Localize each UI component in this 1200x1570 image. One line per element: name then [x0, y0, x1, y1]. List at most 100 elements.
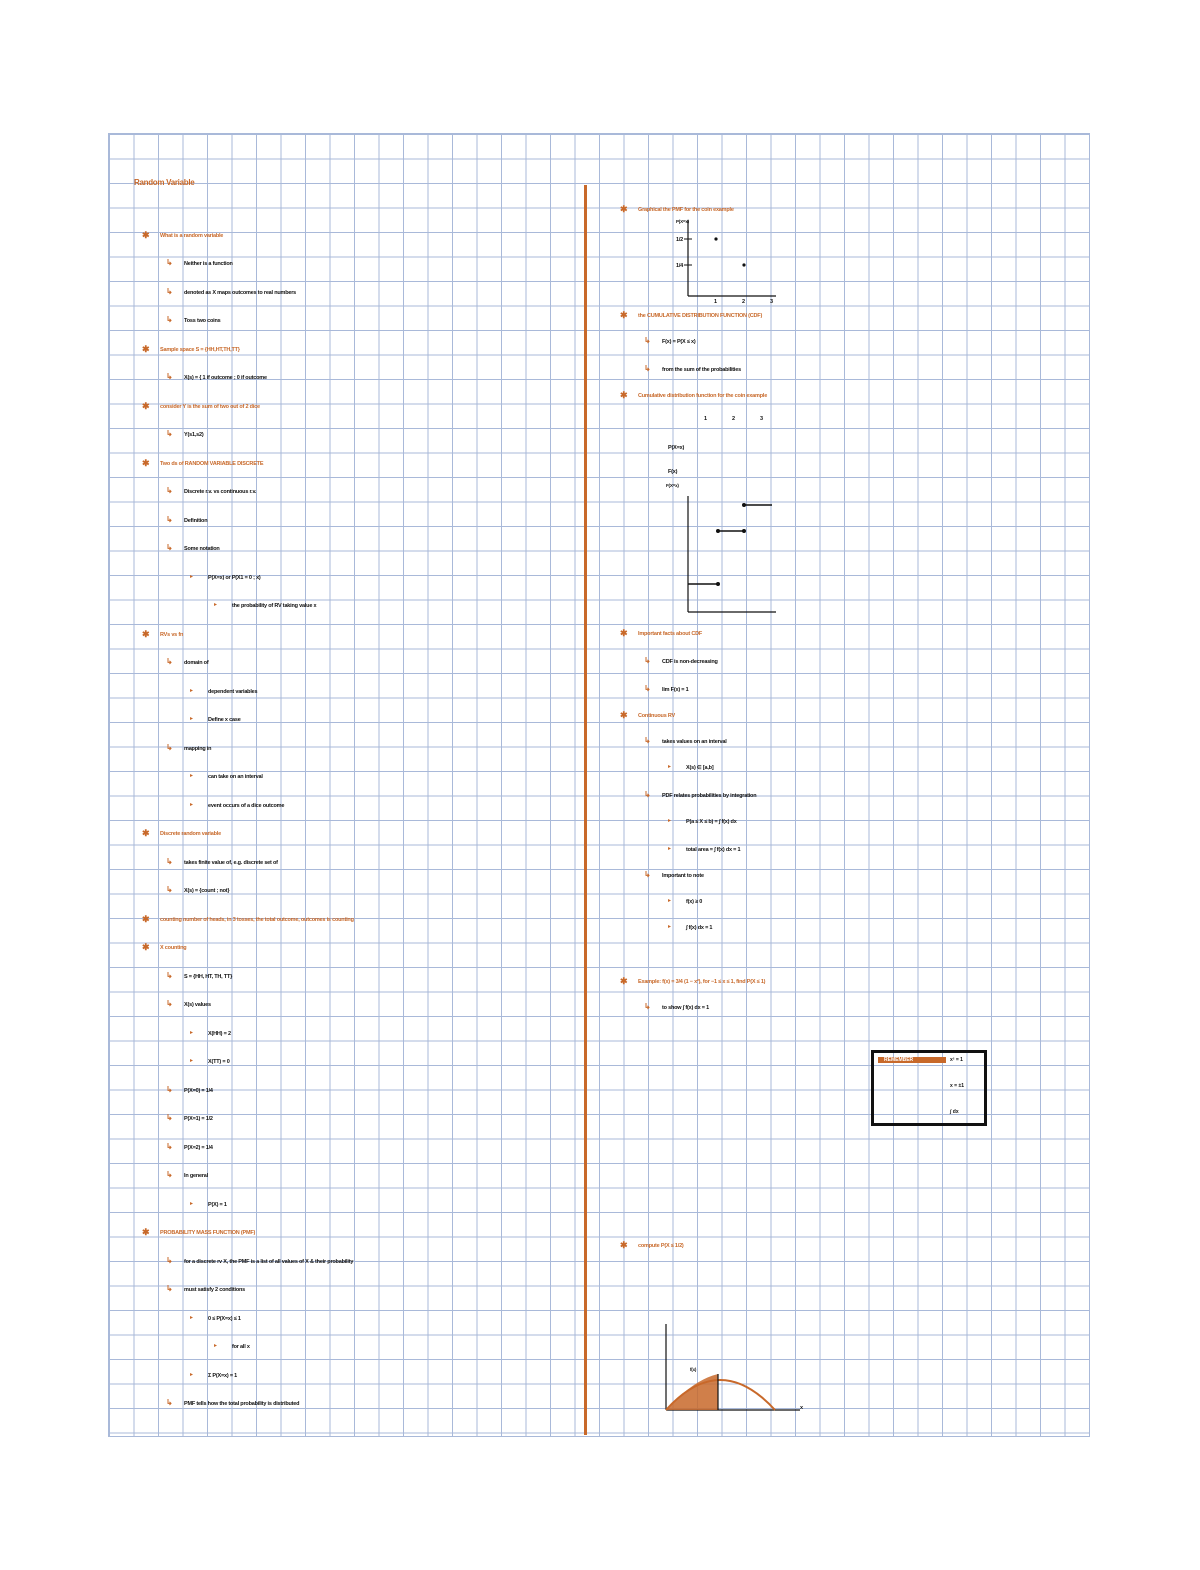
left-sub-bullet-icon: ▸: [214, 602, 218, 608]
left-note-line: counting number of heads, in 3 tosses, t…: [160, 917, 354, 923]
pdf-x-label: x: [800, 1405, 803, 1411]
left-note-line: dependent variables: [208, 689, 258, 695]
left-note-line: PROBABILITY MASS FUNCTION (PMF): [160, 1230, 256, 1236]
left-note-line: domain of: [184, 660, 209, 666]
right-bullet-icon: ✱: [620, 204, 628, 214]
left-sub-bullet-icon: ▸: [190, 688, 194, 694]
left-note-line: Neither is a function: [184, 261, 233, 267]
right-note-line: Important facts about CDF: [638, 631, 703, 637]
reminder-item-2: x = ±1: [950, 1083, 965, 1089]
left-note-line: P(X=x) or P(X1 = 0 ; x): [208, 575, 261, 581]
left-sub-bullet-icon: ▸: [190, 802, 194, 808]
left-arrow-icon: ↳: [166, 1085, 173, 1094]
left-note-line: Toss two coins: [184, 318, 221, 324]
left-note-line: Discrete r.v. vs continuous r.v.: [184, 489, 257, 495]
left-note-line: can take on an interval: [208, 774, 263, 780]
left-sub-bullet-icon: ▸: [214, 1343, 218, 1349]
pmf-tick-1: 1/2: [676, 237, 684, 243]
left-note-line: Sample space S = {HH,HT,TH,TT}: [160, 347, 240, 353]
table-row1-label: P(X=x): [668, 445, 685, 451]
pdf-plot: [665, 1324, 800, 1411]
reminder-item-3: ∫ dx: [950, 1109, 959, 1115]
left-bullet-icon: ✱: [142, 344, 150, 354]
right-bullet-icon: ✱: [620, 710, 628, 720]
table-x-2: 2: [732, 416, 735, 422]
left-bullet-icon: ✱: [142, 458, 150, 468]
left-arrow-icon: ↳: [166, 1284, 173, 1293]
right-note-line: compute P(X ≤ 1/2): [638, 1243, 684, 1249]
right-note-line: F(x) = P(X ≤ x): [662, 339, 696, 345]
left-note-line: Two ds of RANDOM VARIABLE DISCRETE: [160, 461, 264, 467]
reminder-header: REMEMBER: [884, 1057, 914, 1063]
reminder-item-1: x² = 1: [950, 1057, 963, 1063]
left-arrow-icon: ↳: [166, 1398, 173, 1407]
left-bullet-icon: ✱: [142, 1227, 150, 1237]
right-note-line: Continuous RV: [638, 713, 676, 719]
table-x-3: 3: [760, 416, 763, 422]
left-note-line: What is a random variable: [160, 233, 224, 239]
left-sub-bullet-icon: ▸: [190, 1315, 194, 1321]
left-arrow-icon: ↳: [166, 971, 173, 980]
left-arrow-icon: ↳: [166, 1113, 173, 1122]
left-note-line: consider Y is the sum of two out of 2 di…: [160, 404, 260, 410]
left-bullet-icon: ✱: [142, 230, 150, 240]
right-sub-bullet-icon: ▸: [668, 764, 672, 770]
left-note-line: X(s) = { 1 if outcome ; 0 if outcome: [184, 375, 267, 381]
right-note-line: CDF is non-decreasing: [662, 659, 718, 665]
left-sub-bullet-icon: ▸: [190, 716, 194, 722]
left-sub-bullet-icon: ▸: [190, 1058, 194, 1064]
cdf-ylabel: F(X=x): [666, 483, 679, 488]
left-note-line: P(X) = 1: [208, 1202, 227, 1208]
pmf-x-3: 3: [770, 299, 773, 305]
right-arrow-icon: ↳: [644, 656, 651, 665]
left-arrow-icon: ↳: [166, 543, 173, 552]
left-arrow-icon: ↳: [166, 857, 173, 866]
pmf-x-1: 1: [714, 299, 717, 305]
left-note-line: must satisfy 2 conditions: [184, 1287, 246, 1293]
right-note-line: the CUMULATIVE DISTRIBUTION FUNCTION (CD…: [638, 313, 763, 319]
left-arrow-icon: ↳: [166, 287, 173, 296]
reminder-box: REMEMBER x² = 1 x = ±1 ∫ dx: [871, 1050, 987, 1126]
left-note-line: P(X=1) = 1/2: [184, 1116, 213, 1122]
right-note-line: lim F(x) = 1: [662, 687, 689, 693]
pmf-plot: [684, 220, 776, 297]
left-note-line: mapping in: [184, 746, 212, 752]
left-note-line: takes finite value of, e.g. discrete set…: [184, 860, 278, 866]
left-note-line: X counting: [160, 945, 187, 951]
left-note-line: X(s) = {count ; not}: [184, 888, 230, 894]
left-arrow-icon: ↳: [166, 429, 173, 438]
left-bullet-icon: ✱: [142, 942, 150, 952]
page-title: Random Variable: [134, 178, 195, 187]
left-note-line: Definition: [184, 518, 208, 524]
right-note-line: P(a ≤ X ≤ b) = ∫ f(x) dx: [686, 819, 737, 825]
left-note-line: Some notation: [184, 546, 220, 552]
left-note-line: the probability of RV taking value x: [232, 603, 317, 609]
cdf-plot: [687, 496, 776, 613]
pmf-x-2: 2: [742, 299, 745, 305]
left-arrow-icon: ↳: [166, 999, 173, 1008]
right-note-line: Cumulative distribution function for the…: [638, 393, 768, 399]
pdf-label: f(x): [690, 1367, 697, 1372]
right-sub-bullet-icon: ▸: [668, 898, 672, 904]
left-arrow-icon: ↳: [166, 315, 173, 324]
right-note-line: X(s) ∈ [a,b]: [686, 765, 714, 771]
table-x-1: 1: [704, 416, 707, 422]
right-arrow-icon: ↳: [644, 684, 651, 693]
table-row2-label: F(x): [668, 469, 678, 475]
left-note-line: Discrete random variable: [160, 831, 221, 837]
left-note-line: RVs vs fn: [160, 632, 184, 638]
left-arrow-icon: ↳: [166, 258, 173, 267]
left-bullet-icon: ✱: [142, 629, 150, 639]
left-note-line: P(X=2) = 1/4: [184, 1145, 213, 1151]
left-arrow-icon: ↳: [166, 1170, 173, 1179]
grid-paper: [108, 133, 1090, 1437]
right-note-line: f(x) ≥ 0: [686, 899, 703, 905]
left-note-line: denoted as X maps outcomes to real numbe…: [184, 290, 297, 296]
left-note-line: event occurs of a dice outcome: [208, 803, 285, 809]
right-bullet-icon: ✱: [620, 1240, 628, 1250]
left-note-line: Define x case: [208, 717, 241, 723]
left-note-line: PMF tells how the total probability is d…: [184, 1401, 300, 1407]
left-note-line: P(X=0) = 1/4: [184, 1088, 213, 1094]
left-note-line: 0 ≤ P(X=x) ≤ 1: [208, 1316, 241, 1322]
pmf-tick-2: 1/4: [676, 263, 684, 269]
